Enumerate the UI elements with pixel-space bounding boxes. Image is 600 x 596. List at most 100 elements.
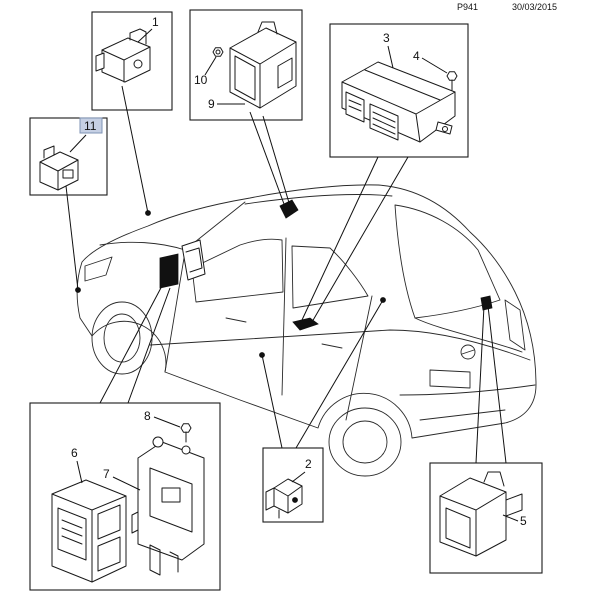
leader-lines (65, 28, 519, 522)
leader-label-5 (502, 514, 519, 522)
part-4-nut-head (446, 71, 458, 81)
part-6-label-plate (57, 507, 87, 561)
part-7-bracket (131, 436, 205, 576)
leader-label-6 (76, 460, 83, 484)
car-headlight (84, 256, 113, 282)
part-9-face-rim (234, 55, 256, 101)
part-3-connector-pins (348, 99, 396, 135)
part-3-control-unit (341, 61, 456, 143)
part-2-plug (265, 487, 275, 511)
part-5-edges (439, 491, 507, 557)
part-11-connector (39, 145, 79, 191)
part-9-body (229, 27, 297, 109)
part-4-nut (446, 71, 458, 91)
part-2-mount-hole (292, 497, 298, 503)
leader-label-2 (291, 471, 306, 483)
car-part-6-module (159, 253, 179, 289)
car-rear-window (394, 204, 501, 319)
leader-box-6-to-car-a (99, 283, 164, 404)
location-dot-part-2-right (380, 297, 386, 303)
part-2-sensor (265, 478, 303, 519)
part-7-center-tab (161, 487, 181, 503)
car-rear-rim (342, 420, 388, 464)
callout-number-11: 11 (84, 119, 97, 133)
part-3-top-ridge (364, 69, 441, 101)
part-1-body (101, 37, 151, 83)
car-logo (460, 344, 476, 360)
part-5-connector-module (439, 471, 523, 557)
part-9-connector (277, 57, 293, 89)
part-10-bolt-center (215, 49, 221, 55)
car-b-pillar (281, 237, 287, 396)
part-3-body (341, 61, 456, 143)
part-11-tab (43, 145, 55, 159)
part-6-edges (51, 493, 127, 583)
part-6-connector-bottom (97, 536, 121, 572)
car-windshield-line (99, 241, 186, 251)
car-part-9-sensor (279, 199, 299, 219)
part-1-sensor (95, 28, 151, 83)
car-front-side-window (191, 238, 284, 303)
leader-label-11 (69, 134, 87, 153)
leader-box-11-to-car (65, 185, 79, 291)
part-11-socket (62, 169, 74, 179)
leader-box-9-to-car-b (262, 115, 291, 207)
leader-label-3 (387, 45, 394, 69)
part-5-cable (483, 471, 505, 487)
part-9-edges (229, 41, 297, 109)
part-5-body (439, 477, 507, 557)
location-dot-part-1 (145, 210, 151, 216)
car-part-5-connector (480, 295, 493, 311)
car-part-7-bracket-detail (185, 247, 203, 273)
part-5-side-clip (505, 493, 523, 517)
leader-box-2-to-car-a (261, 354, 283, 449)
part-7-bottom-tab (149, 544, 179, 576)
car-license-plate (429, 369, 471, 389)
diagram-date: 30/03/2015 (512, 2, 557, 12)
part-10-bolt-head (212, 47, 224, 57)
part-6-connector-top (97, 504, 121, 540)
part-8-bolt (180, 423, 192, 443)
car-rear-tire (328, 407, 402, 477)
callout-number-10: 10 (194, 73, 208, 87)
car-part-7-bracket (181, 239, 206, 281)
part-2-edges (273, 485, 303, 514)
leader-box-1-to-car (121, 85, 149, 214)
part-9-top-tab (257, 21, 278, 35)
leader-box-3-to-car-a (301, 156, 379, 321)
part-11-edges (39, 159, 79, 191)
part-5-slot (445, 507, 471, 549)
location-dot-part-11 (75, 287, 81, 293)
car-front-door-edge (164, 251, 186, 373)
car-body-crease (149, 329, 531, 361)
car-hatch-line (414, 317, 523, 353)
part-6-airbag-module (51, 479, 127, 583)
car-rear-side-window (291, 245, 369, 309)
callout-number-3: 3 (383, 31, 390, 45)
part-3-connector-b (369, 103, 399, 141)
leader-box-3-to-car-b (311, 156, 409, 323)
part-6-label-lines (61, 519, 83, 545)
part-3-mount-bolt (442, 126, 448, 132)
car-rear-bumper-bottom (419, 409, 506, 421)
leader-box-2-to-car-b (295, 299, 384, 449)
car-logo-bolt (461, 349, 475, 355)
part-3-connector-a (345, 91, 365, 123)
car-rear-door-handle (321, 343, 343, 349)
leader-box-6-to-car-b (127, 287, 171, 404)
part-7-inner-frame (149, 467, 193, 533)
callout-number-9: 9 (208, 97, 215, 111)
part-3-edges (341, 81, 456, 143)
callout-number-1: 1 (152, 15, 159, 29)
part-8-bolt-head (180, 423, 192, 433)
leader-label-7 (112, 476, 141, 491)
part-1-mount-hole (133, 59, 143, 69)
part-1-plug (95, 52, 105, 72)
part-10-bolt (212, 47, 224, 57)
location-dot-part-2-left (259, 352, 265, 358)
leader-box-5-to-car-b (487, 305, 507, 464)
leader-box-5-to-car-a (475, 305, 485, 464)
car-part-3-control-unit (292, 317, 319, 331)
leader-label-8 (153, 416, 181, 428)
